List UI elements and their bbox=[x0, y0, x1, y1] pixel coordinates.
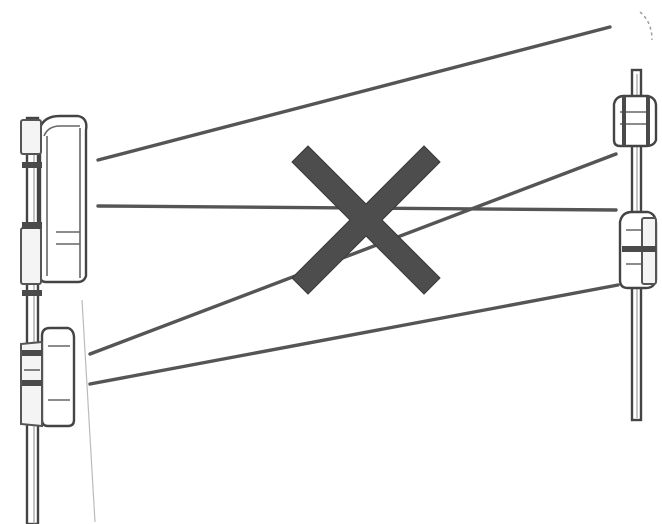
x-mark-icon bbox=[291, 145, 441, 295]
beam-lines bbox=[88, 25, 620, 386]
left-post bbox=[20, 114, 96, 524]
beam-line bbox=[88, 283, 620, 386]
left-pole bbox=[25, 116, 40, 524]
left-upper-sensor-unit bbox=[20, 114, 88, 296]
beam-line bbox=[96, 25, 612, 162]
left-lower-sensor-unit bbox=[20, 326, 76, 428]
right-post bbox=[612, 11, 658, 422]
beam-line bbox=[88, 152, 618, 356]
right-upper-sensor-unit bbox=[612, 94, 658, 148]
right-lower-sensor-unit bbox=[618, 210, 658, 290]
